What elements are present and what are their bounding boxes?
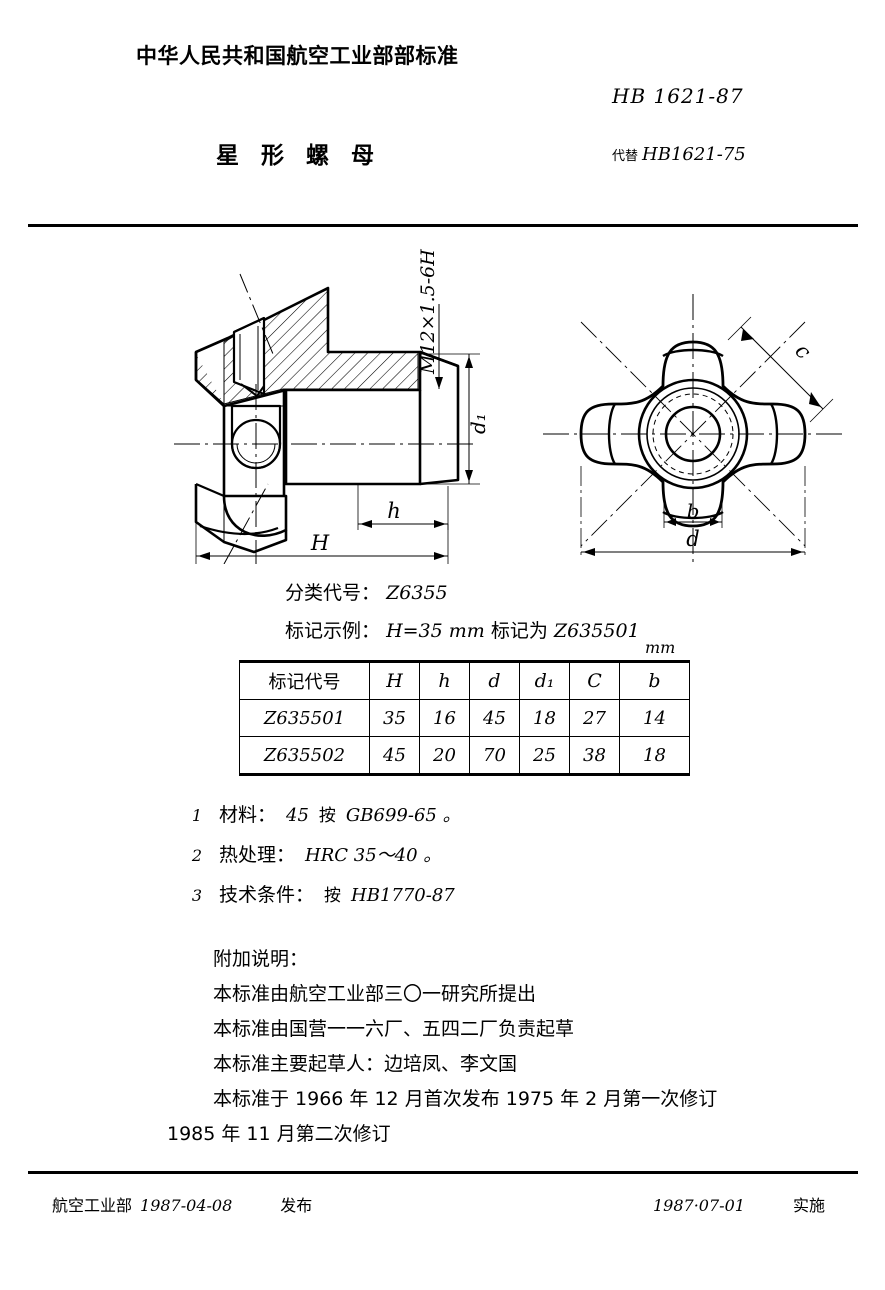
- note-item: 1 材料： 45 按 GB699-65 。: [175, 800, 775, 827]
- addendum-line: 本标准由航空工业部三〇一研究所提出: [213, 983, 537, 1005]
- footer-issue-action: 发布: [280, 1196, 313, 1215]
- table-row: Z635502 45 20 70 25 38 18: [239, 736, 690, 776]
- table-cell: 25: [519, 736, 570, 776]
- footer-effective-date: 1987·07-01: [653, 1196, 745, 1215]
- table-cell: 45: [469, 699, 520, 737]
- table-header-cell: C: [569, 660, 620, 700]
- d1-dimension-label: d₁: [466, 413, 490, 434]
- table-row: Z635501 35 16 45 18 27 14: [239, 699, 690, 737]
- table-cell: 16: [419, 699, 470, 737]
- department-heading: 中华人民共和国航空工业部部标准: [136, 44, 459, 68]
- table-cell: 35: [369, 699, 420, 737]
- footer-issuer: 航空工业部: [52, 1196, 133, 1215]
- addendum-line: 本标准由国营一一六厂、五四二厂负责起草: [213, 1018, 575, 1040]
- footer-issue-date: 1987-04-08: [140, 1196, 233, 1215]
- table-cell: 38: [569, 736, 620, 776]
- marking-example-dimension: H=35 mm: [386, 620, 485, 642]
- note-connector: 按: [324, 886, 342, 906]
- note-value: HRC 35～40 。: [305, 845, 442, 866]
- notes-list: 1 材料： 45 按 GB699-65 。 2 热处理： HRC 35～40 。…: [175, 800, 775, 920]
- h-dimension-label: h: [387, 499, 401, 523]
- note-item: 3 技术条件： 按 HB1770-87: [175, 880, 775, 907]
- note-label: 热处理：: [219, 844, 296, 866]
- left-section-view: [174, 273, 480, 564]
- addendum-line: 本标准主要起草人：边培凤、李文国: [213, 1053, 518, 1075]
- table-header-cell: 标记代号: [239, 660, 370, 700]
- page-title: 星形螺母: [216, 143, 396, 169]
- table-cell: Z635501: [239, 699, 370, 737]
- table-header-cell: d₁: [519, 660, 570, 700]
- marking-example-mid: 标记为: [490, 620, 548, 642]
- table-cell: 18: [519, 699, 570, 737]
- marking-example-line: 标记示例： H=35 mm 标记为 Z635501: [285, 616, 640, 643]
- replaces-prefix: 代替: [612, 149, 639, 164]
- note-reference: GB699-65 。: [345, 805, 461, 826]
- table-cell: 70: [469, 736, 520, 776]
- note-reference: HB1770-87: [351, 885, 455, 906]
- standard-number: HB 1621-87: [612, 84, 744, 108]
- d-dimension-label: d: [686, 527, 699, 551]
- table-cell: 45: [369, 736, 420, 776]
- table-cell: 14: [619, 699, 690, 737]
- thread-label: M12×1.5-6H: [417, 249, 439, 375]
- addendum-title: 附加说明：: [213, 948, 309, 970]
- classification-code-value: Z6355: [386, 582, 448, 604]
- table-unit-label: mm: [645, 638, 676, 657]
- footer-divider: [28, 1171, 858, 1174]
- addendum-line: 本标准于 1966 年 12 月首次发布 1975 年 2 月第一次修订: [213, 1088, 718, 1110]
- classification-code-label: 分类代号：: [285, 582, 381, 604]
- note-number: 1: [191, 806, 203, 825]
- b-dimension-label: b: [687, 499, 700, 523]
- replaces-number: HB1621-75: [642, 144, 746, 165]
- note-number: 3: [191, 886, 203, 905]
- table-header-row: 标记代号 H h d d₁ C b: [239, 660, 690, 700]
- footer-effective-info: 1987·07-01 实施: [645, 1192, 825, 1216]
- right-plan-view: [543, 294, 843, 564]
- note-number: 2: [191, 846, 203, 865]
- addendum-section: 附加说明： 本标准由航空工业部三〇一研究所提出 本标准由国营一一六厂、五四二厂负…: [167, 948, 853, 1160]
- note-label: 技术条件：: [219, 884, 315, 906]
- table-header-cell: H: [369, 660, 420, 700]
- marking-example-code: Z635501: [553, 620, 640, 642]
- marking-example-label: 标记示例：: [285, 620, 381, 642]
- note-value: 45: [286, 805, 309, 826]
- H-dimension-label: H: [310, 531, 330, 555]
- table-header-cell: b: [619, 660, 690, 700]
- dimension-table: 标记代号 H h d d₁ C b Z635501 35 16 45 18 27…: [239, 660, 690, 776]
- footer-issue-info: 航空工业部 1987-04-08 发布: [52, 1192, 312, 1216]
- table-cell: 18: [619, 736, 690, 776]
- classification-code-line: 分类代号： Z6355: [285, 578, 448, 605]
- c-dimension-label: c: [790, 339, 815, 364]
- header-divider: [28, 224, 858, 227]
- table-header-cell: d: [469, 660, 520, 700]
- note-connector: 按: [318, 806, 336, 826]
- addendum-line: 1985 年 11 月第二次修订: [167, 1123, 391, 1145]
- technical-drawing: M12×1.5-6H d₁ h H: [28, 234, 858, 564]
- note-label: 材料：: [219, 804, 277, 826]
- note-item: 2 热处理： HRC 35～40 。: [175, 840, 775, 867]
- table-cell: 20: [419, 736, 470, 776]
- table-header-cell: h: [419, 660, 470, 700]
- footer-effective-action: 实施: [792, 1196, 825, 1215]
- table-cell: 27: [569, 699, 620, 737]
- table-cell: Z635502: [239, 736, 370, 776]
